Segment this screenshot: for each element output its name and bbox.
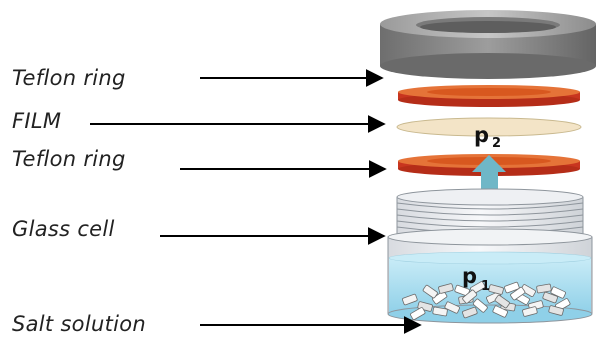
top-cap	[380, 10, 596, 79]
glass-cell-thread	[397, 189, 583, 235]
label-text: FILM	[12, 109, 61, 133]
svg-text:p: p	[474, 123, 489, 147]
label-glass-cell: Glass cell	[12, 217, 384, 241]
label-text: Teflon ring	[12, 147, 126, 171]
label-text: Salt solution	[12, 312, 146, 336]
label-text: Glass cell	[12, 217, 115, 241]
svg-text:2: 2	[492, 136, 501, 151]
label-salt-solution: Salt solution	[12, 312, 420, 336]
top-teflon-ring	[398, 85, 580, 107]
svg-text:1: 1	[481, 279, 490, 294]
label-text: Teflon ring	[12, 66, 126, 90]
label-film: FILM	[12, 109, 384, 133]
label-top-teflon-ring: Teflon ring	[12, 66, 382, 90]
svg-text:p: p	[462, 264, 477, 288]
label-bottom-teflon-ring: Teflon ring	[12, 147, 385, 171]
